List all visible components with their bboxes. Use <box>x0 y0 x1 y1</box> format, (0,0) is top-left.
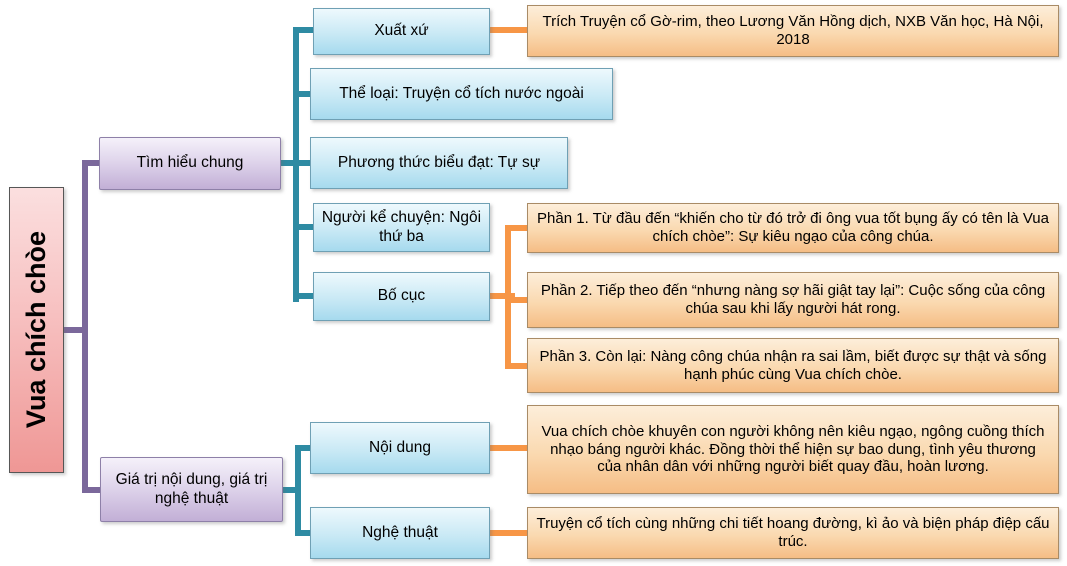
connector-stub-noi-dung <box>295 445 310 451</box>
node-the-loai: Thể loại: Truyện cổ tích nước ngoài <box>310 68 613 120</box>
node-phuong-thuc-label: Phương thức biểu đạt: Tự sự <box>337 153 541 171</box>
connector-stub-nguoi-ke <box>293 224 313 230</box>
connector-xuat-xu-detail <box>490 27 527 33</box>
connector-branch2-stub <box>82 487 101 493</box>
detail-xuat-xu-text: Trích Truyện cổ Gờ-rim, theo Lương Văn H… <box>542 13 1044 48</box>
connector-root-vertical <box>82 160 88 493</box>
connector-nghe-thuat-detail <box>490 530 527 536</box>
node-xuat-xu-label: Xuất xứ <box>374 22 429 40</box>
node-nghe-thuat-label: Nghệ thuật <box>362 523 438 541</box>
detail-phan-3: Phần 3. Còn lại: Nàng công chúa nhận ra … <box>527 338 1059 393</box>
connector-noi-dung-detail <box>490 445 527 451</box>
detail-nghe-thuat: Truyện cổ tích cùng những chi tiết hoang… <box>527 507 1059 559</box>
node-the-loai-label: Thể loại: Truyện cổ tích nước ngoài <box>339 84 584 102</box>
branch-tim-hieu-chung-label: Tìm hiểu chung <box>136 154 244 172</box>
node-phuong-thuc: Phương thức biểu đạt: Tự sự <box>310 137 568 189</box>
node-noi-dung: Nội dung <box>310 422 490 474</box>
detail-phan-2-text: Phần 2. Tiếp theo đến “nhưng nàng sợ hãi… <box>540 282 1046 317</box>
connector-stub-phan2 <box>505 297 527 303</box>
node-nghe-thuat: Nghệ thuật <box>310 507 490 559</box>
connector-stub-the-loai <box>293 91 310 97</box>
connector-stub-bo-cuc <box>293 293 313 299</box>
branch-gia-tri: Giá trị nội dung, giá trị nghệ thuật <box>100 457 283 522</box>
connector-stub-phan3 <box>505 363 527 369</box>
detail-phan-2: Phần 2. Tiếp theo đến “nhưng nàng sợ hãi… <box>527 272 1059 328</box>
detail-xuat-xu: Trích Truyện cổ Gờ-rim, theo Lương Văn H… <box>527 5 1059 57</box>
connector-stub-xuat-xu <box>293 27 313 33</box>
branch-tim-hieu-chung: Tìm hiểu chung <box>99 137 281 190</box>
connector-stub-nghe-thuat <box>295 530 310 536</box>
node-noi-dung-label: Nội dung <box>368 438 432 456</box>
detail-nghe-thuat-text: Truyện cổ tích cùng những chi tiết hoang… <box>536 515 1050 550</box>
connector-bo-cuc-trunk <box>490 293 515 299</box>
detail-phan-1-text: Phần 1. Từ đầu đến “khiến cho từ đó trở … <box>537 210 1049 245</box>
branch-gia-tri-label: Giá trị nội dung, giá trị nghệ thuật <box>115 471 268 507</box>
detail-noi-dung: Vua chích chòe khuyên con người không nê… <box>527 405 1059 494</box>
root-node-label: Vua chích chòe <box>20 231 51 429</box>
node-bo-cuc-label: Bố cục <box>377 287 426 305</box>
node-bo-cuc: Bố cục <box>313 272 490 321</box>
connector-branch1-stub <box>82 160 100 166</box>
connector-branch1-vertical <box>293 27 299 302</box>
root-node-vua-chich-choe: Vua chích chòe <box>9 187 64 473</box>
connector-root-stub <box>62 327 88 333</box>
detail-phan-3-text: Phần 3. Còn lại: Nàng công chúa nhận ra … <box>539 347 1047 383</box>
detail-noi-dung-text: Vua chích chòe khuyên con người không nê… <box>541 422 1045 476</box>
node-nguoi-ke-label: Người kể chuyện: Ngôi thứ ba <box>321 209 482 245</box>
node-nguoi-ke: Người kể chuyện: Ngôi thứ ba <box>313 203 490 252</box>
connector-branch2-trunk <box>281 487 301 493</box>
node-xuat-xu: Xuất xứ <box>313 8 490 55</box>
connector-stub-phan1 <box>505 225 527 231</box>
connector-branch2-vertical <box>295 445 301 536</box>
detail-phan-1: Phần 1. Từ đầu đến “khiến cho từ đó trở … <box>527 203 1059 253</box>
